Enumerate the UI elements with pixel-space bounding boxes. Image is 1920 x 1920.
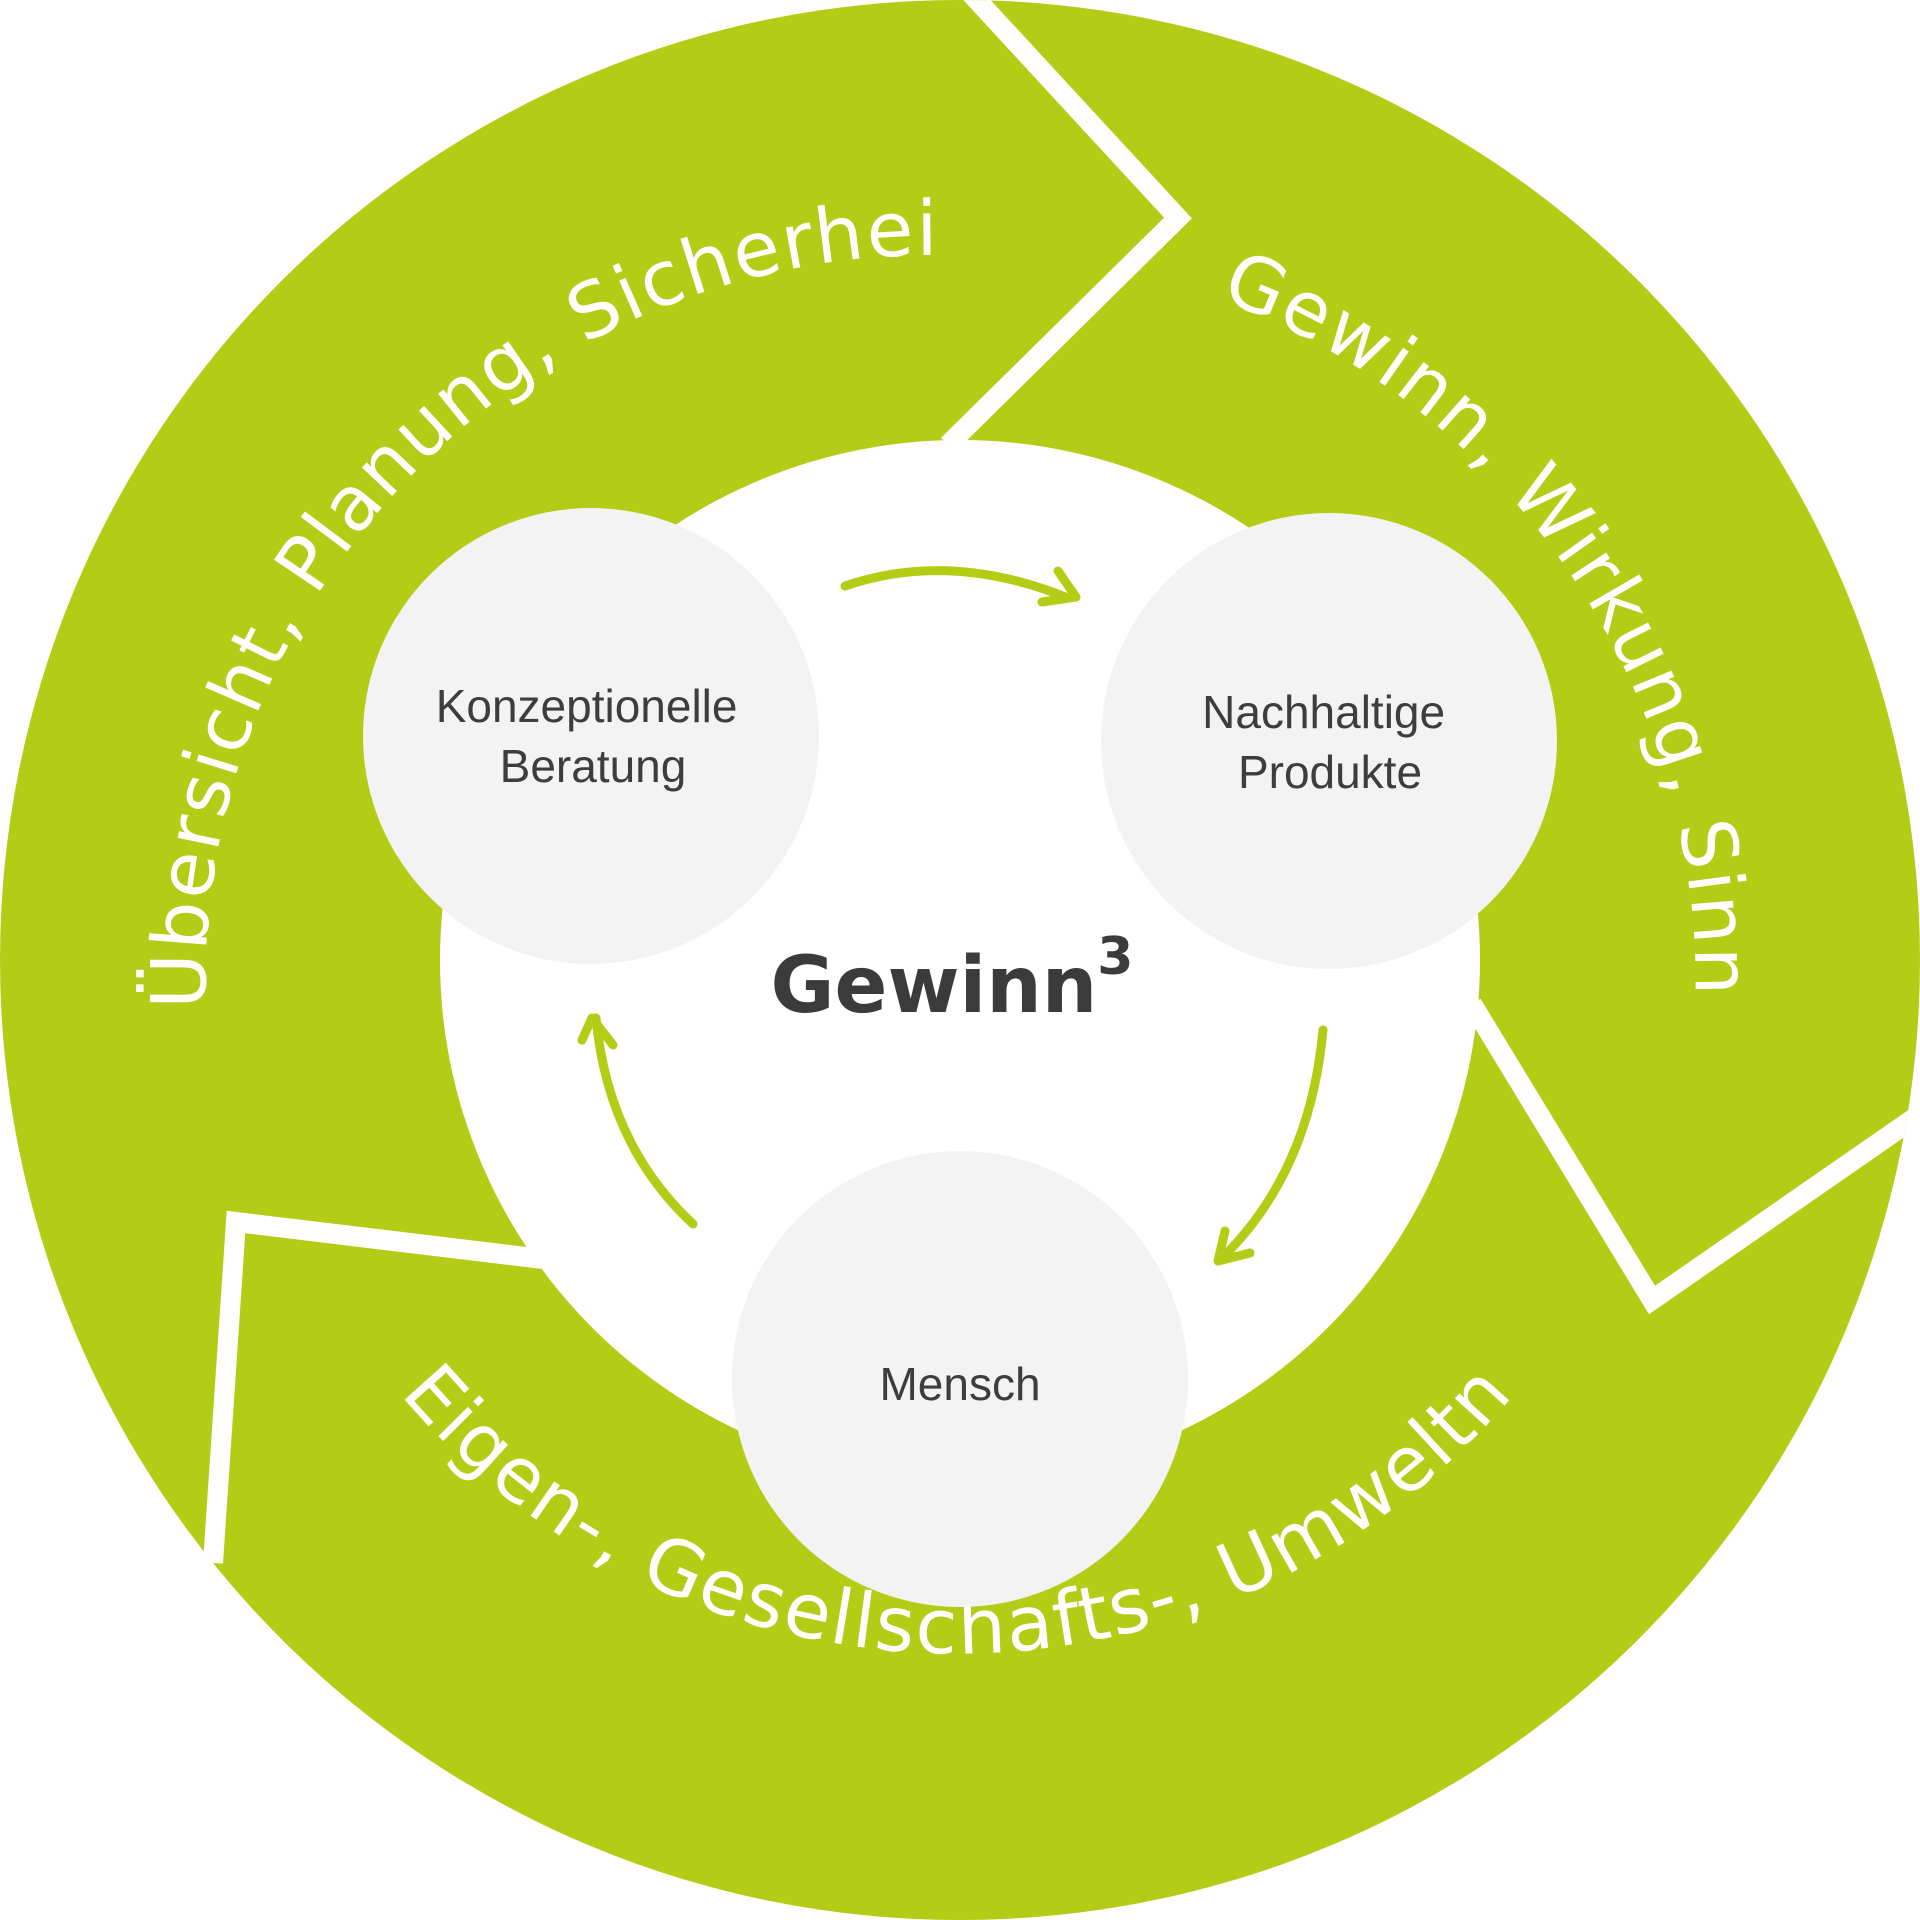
center-title: Gewinn3 xyxy=(771,927,1134,1031)
arrowhead-beratung-to-produkte xyxy=(1037,566,1081,607)
ring-separators xyxy=(203,0,1920,1564)
node-label-beratung-line2: Beratung xyxy=(500,740,687,792)
node-label-produkte-line1: Nachhaltige xyxy=(1202,686,1445,738)
center-title-superscript: 3 xyxy=(1097,927,1133,987)
node-circle-produkte xyxy=(1101,513,1557,969)
node-label-produkte-line2: Produkte xyxy=(1238,746,1422,798)
node-label-mensch: Mensch xyxy=(879,1358,1040,1410)
node-label-beratung: Konzeptionelle Beratung xyxy=(436,680,751,792)
node-label-produkte: Nachhaltige Produkte xyxy=(1202,686,1458,798)
node-label-beratung-line1: Konzeptionelle xyxy=(436,680,738,732)
arrowhead-mensch-to-beratung xyxy=(577,1013,618,1050)
arrow-mensch-to-beratung xyxy=(591,1013,698,1229)
arrowhead-produkte-to-mensch xyxy=(1213,1226,1255,1266)
center-title-word: Gewinn xyxy=(771,941,1098,1031)
node-circle-beratung xyxy=(363,508,819,964)
separator-right xyxy=(1463,998,1920,1315)
node-circle-mensch xyxy=(732,1151,1188,1607)
arrow-beratung-to-produkte xyxy=(840,566,1073,603)
separator-top xyxy=(932,0,1192,453)
arrow-produkte-to-mensch xyxy=(1220,1025,1328,1260)
cycle-arrows xyxy=(577,566,1328,1266)
separator-left xyxy=(203,1210,561,1564)
